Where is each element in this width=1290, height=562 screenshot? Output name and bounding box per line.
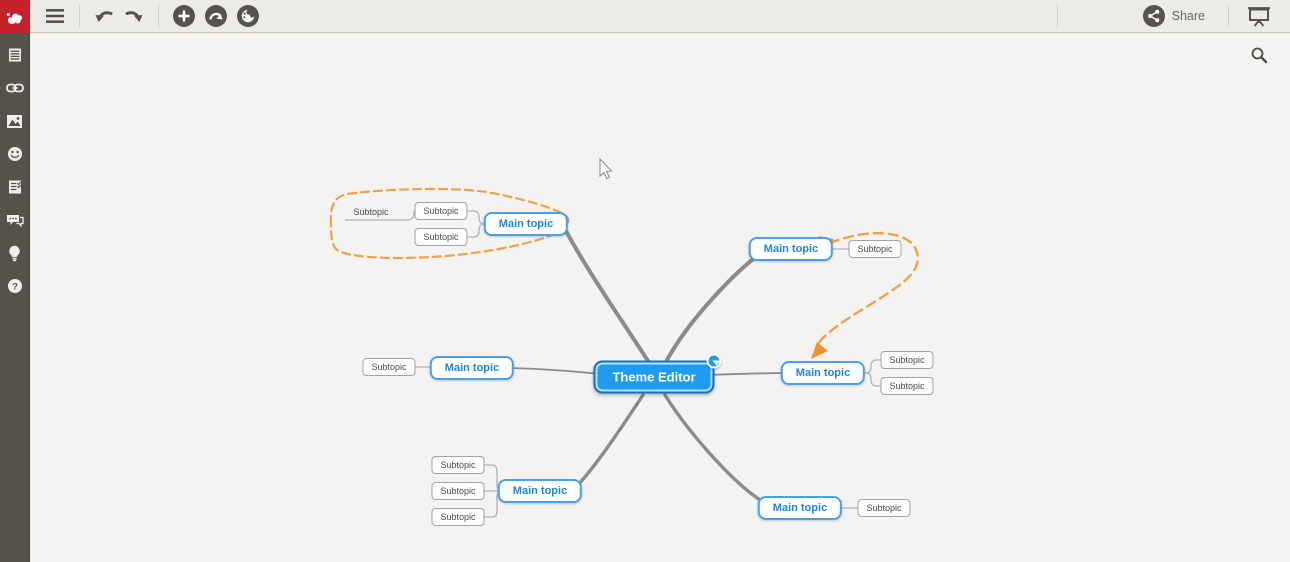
mindomo-logo[interactable] [0, 0, 30, 33]
main-topic-left[interactable]: Main topic [429, 356, 515, 380]
main-topic-top-left[interactable]: Main topic [483, 212, 569, 236]
subtopic-bottom-left-3[interactable]: Subtopic [431, 508, 485, 526]
search-button[interactable] [1250, 46, 1268, 69]
subtopic-right-2[interactable]: Subtopic [880, 377, 934, 395]
ideas-button[interactable] [6, 244, 24, 262]
search-icon [1251, 47, 1268, 64]
image-icon [7, 114, 22, 128]
presentation-icon [1248, 6, 1270, 27]
share-button[interactable]: Share [1142, 5, 1205, 27]
image-button[interactable] [6, 112, 24, 130]
emoji-button[interactable] [6, 145, 24, 163]
theme-palette-icon [241, 9, 255, 23]
undo-icon [95, 10, 113, 22]
subtopic-bottom-left-1[interactable]: Subtopic [431, 456, 485, 474]
emoji-icon [7, 147, 22, 161]
comments-icon [6, 214, 24, 228]
hamburger-menu-icon [46, 9, 64, 23]
main-menu-button[interactable] [40, 1, 70, 31]
relationship-arrow-icon [209, 12, 223, 20]
relationship-button[interactable] [205, 5, 227, 27]
undo-button[interactable] [89, 1, 119, 31]
top-toolbar: Share [0, 0, 1290, 33]
main-topic-top-right[interactable]: Main topic [748, 237, 834, 261]
notes-icon [8, 48, 21, 62]
tasks-button[interactable] [6, 178, 24, 196]
subtopic-top-left-line[interactable]: Subtopic [353, 207, 389, 217]
svg-text:?: ? [12, 281, 18, 292]
subtopic-bottom-right[interactable]: Subtopic [857, 499, 911, 517]
mindomo-logo-icon [6, 13, 23, 24]
toolbar-separator [158, 5, 159, 27]
task-icon [8, 180, 21, 194]
subtopic-right-1[interactable]: Subtopic [880, 351, 934, 369]
subtopic-top-left-2[interactable]: Subtopic [414, 228, 468, 246]
main-topic-right[interactable]: Main topic [780, 361, 866, 385]
share-icon [1142, 5, 1165, 27]
collapse-badge[interactable] [706, 353, 722, 369]
subtopic-top-left-1[interactable]: Subtopic [414, 202, 468, 220]
comments-button[interactable] [6, 211, 24, 229]
main-topic-bottom-right[interactable]: Main topic [757, 496, 843, 520]
subtopic-bottom-left-2[interactable]: Subtopic [431, 482, 485, 500]
left-sidebar: ? [0, 33, 30, 562]
toolbar-separator [1228, 5, 1229, 27]
main-topic-bottom-left[interactable]: Main topic [497, 479, 583, 503]
help-icon: ? [7, 279, 22, 293]
toolbar-separator [79, 5, 80, 27]
theme-button[interactable] [237, 5, 259, 27]
lightbulb-icon [9, 245, 20, 261]
link-icon [5, 83, 24, 93]
map-canvas[interactable] [30, 33, 1290, 562]
central-topic[interactable]: Theme Editor [593, 353, 722, 394]
link-button[interactable] [5, 79, 24, 97]
toolbar-separator [1056, 5, 1058, 27]
notes-button[interactable] [6, 46, 24, 64]
share-label: Share [1171, 9, 1205, 23]
presentation-button[interactable] [1244, 1, 1274, 31]
redo-icon [125, 10, 143, 22]
help-button[interactable]: ? [6, 277, 24, 295]
plus-icon [178, 10, 190, 22]
redo-button[interactable] [119, 1, 149, 31]
add-topic-button[interactable] [173, 5, 195, 27]
subtopic-top-right[interactable]: Subtopic [848, 240, 902, 258]
subtopic-left[interactable]: Subtopic [362, 358, 416, 376]
